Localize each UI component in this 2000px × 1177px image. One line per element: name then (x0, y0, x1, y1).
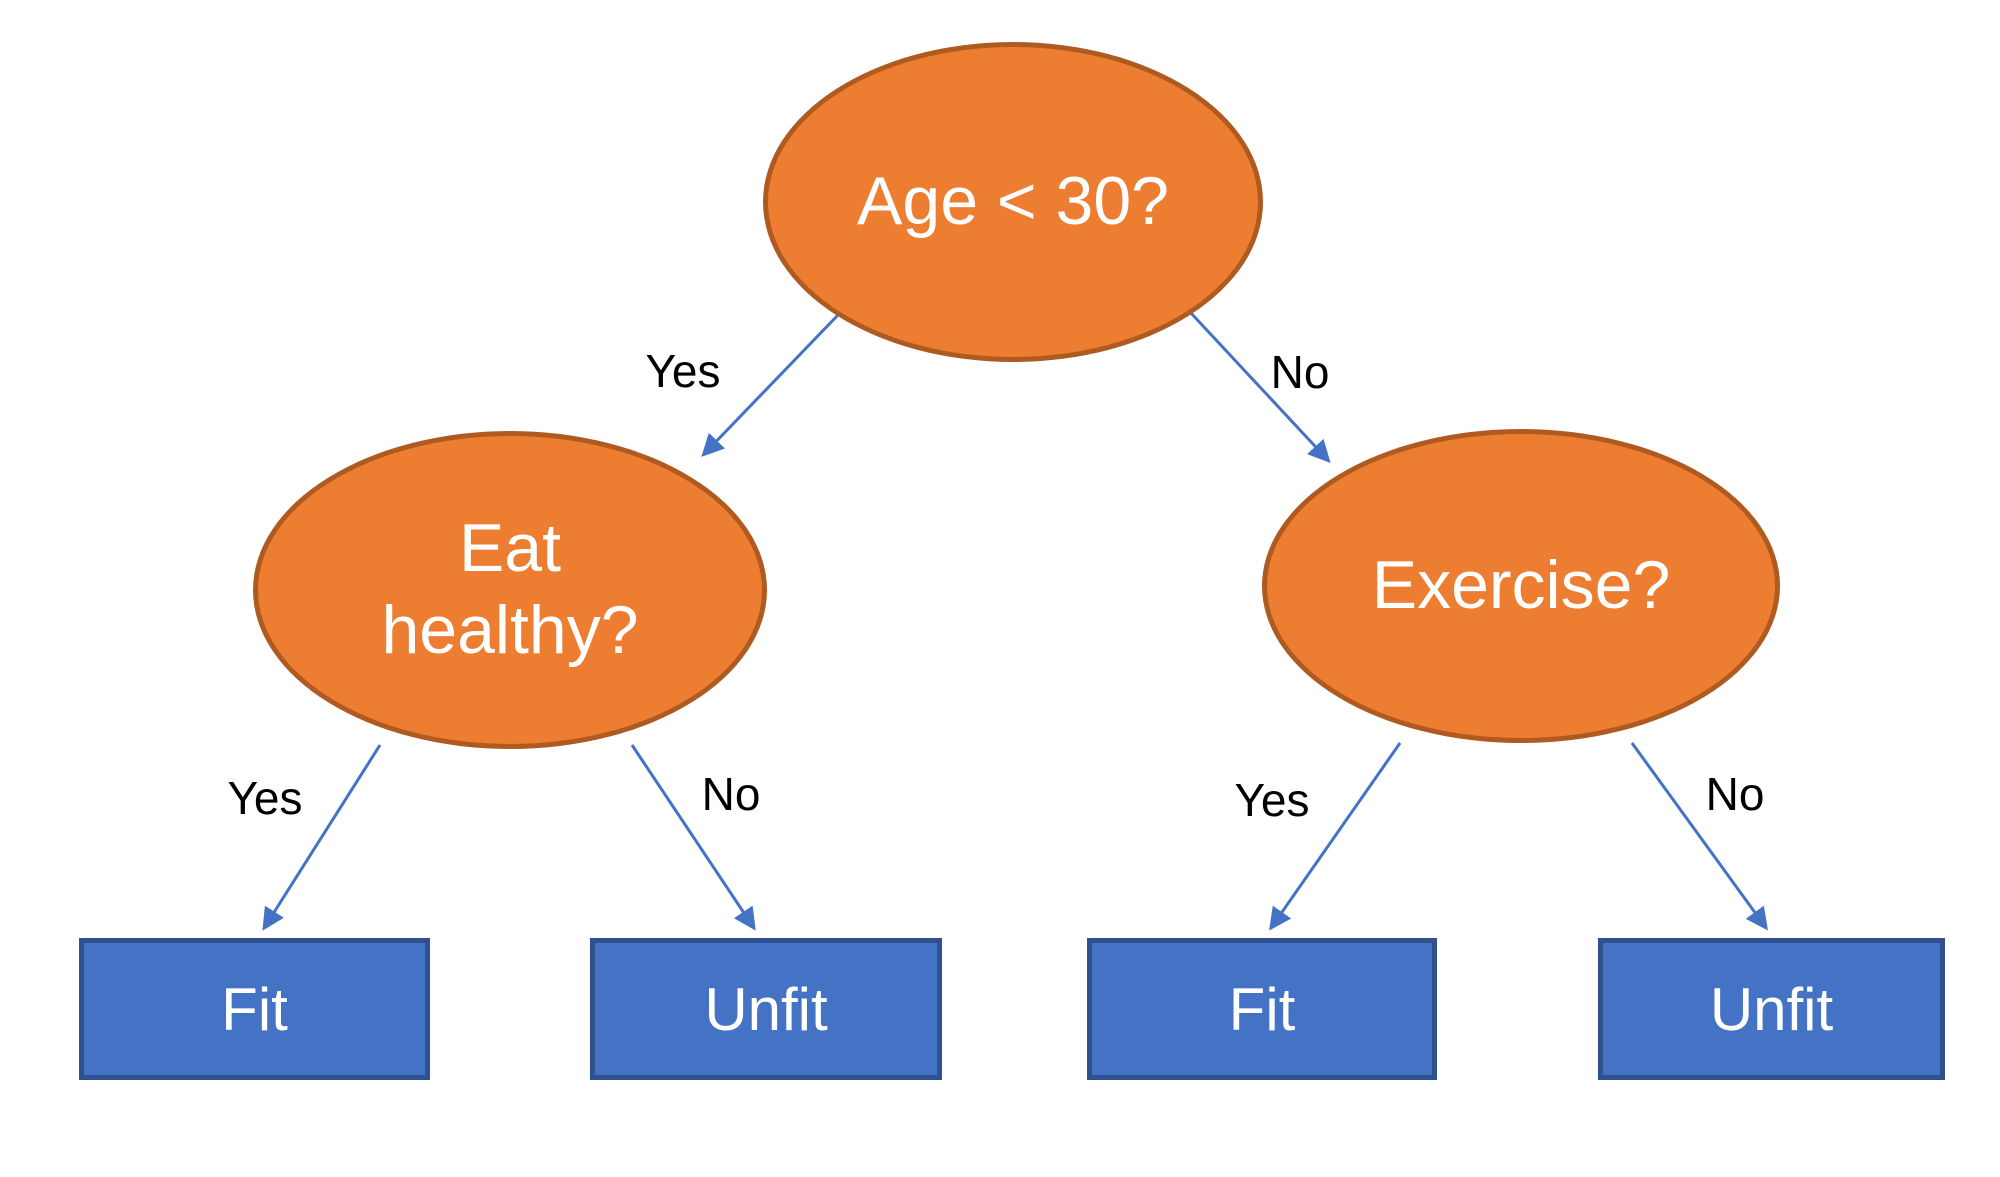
edge-label-eat-healthy-no: No (701, 768, 761, 820)
edge-root-yes-arrow (701, 313, 840, 457)
leaf-node-fit-left-label: Fit (221, 975, 288, 1043)
edge-label-root-yes: Yes (645, 345, 721, 397)
leaf-node-unfit-left-label: Unfit (704, 975, 828, 1043)
decision-node-exercise: Exercise? (1262, 429, 1780, 743)
decision-node-eat-healthy-label: Eat healthy? (381, 510, 639, 668)
leaf-node-fit-right: Fit (1087, 938, 1437, 1080)
edge-label-exercise-yes: Yes (1234, 774, 1310, 826)
leaf-node-fit-left: Fit (79, 938, 430, 1080)
edge-exercise-yes-arrow (1269, 742, 1402, 931)
edge-exercise-no-arrow (1630, 742, 1768, 931)
leaf-node-unfit-right: Unfit (1598, 938, 1945, 1080)
leaf-node-fit-right-label: Fit (1228, 975, 1296, 1043)
edge-eat-healthy-no-arrow (630, 744, 756, 931)
edge-label-exercise-no: No (1705, 768, 1765, 820)
decision-node-exercise-label: Exercise? (1371, 547, 1671, 624)
edge-eat-healthy-yes-arrow (262, 744, 382, 931)
edge-label-eat-healthy-yes: Yes (227, 772, 303, 824)
decision-node-age-label: Age < 30? (857, 163, 1169, 240)
decision-node-eat-healthy: Eat healthy? (253, 431, 767, 749)
decision-node-age: Age < 30? (763, 42, 1263, 362)
edge-label-root-no: No (1270, 346, 1330, 398)
edge-root-no-arrow (1188, 310, 1331, 463)
leaf-node-unfit-left: Unfit (590, 938, 942, 1080)
leaf-node-unfit-right-label: Unfit (1709, 975, 1834, 1043)
